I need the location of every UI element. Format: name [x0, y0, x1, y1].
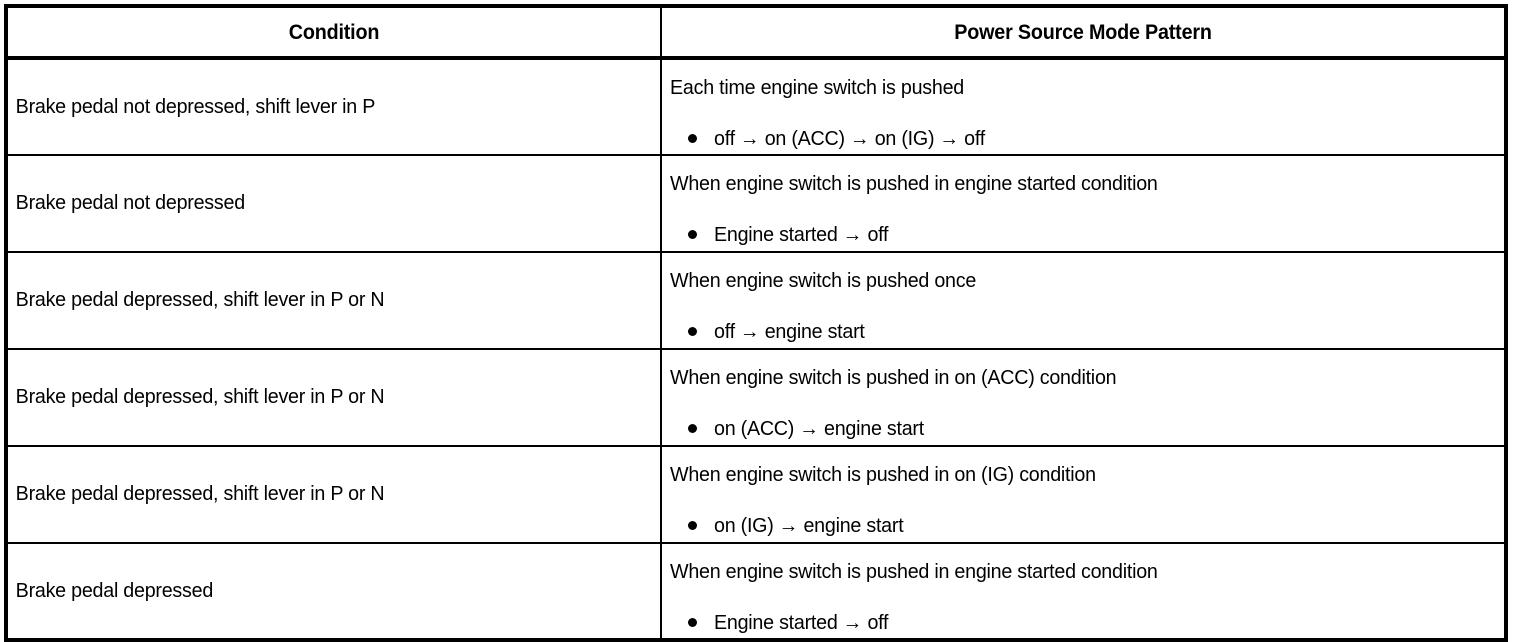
pattern-heading: Each time engine switch is pushed — [670, 76, 965, 99]
pattern-heading: When engine switch is pushed once — [670, 269, 977, 292]
power-source-mode-table-container: Condition Power Source Mode Pattern Brak… — [4, 4, 1508, 642]
column-header-condition-label: Condition — [288, 20, 380, 44]
condition-text: Brake pedal depressed, shift lever in P … — [15, 385, 385, 409]
bullet-icon — [688, 521, 697, 531]
cell-condition: Brake pedal depressed, shift lever in P … — [6, 251, 662, 349]
condition-text: Brake pedal not depressed, shift lever i… — [15, 94, 376, 118]
condition-text: Brake pedal depressed, shift lever in P … — [15, 288, 385, 312]
pattern-block: When engine switch is pushed in engine s… — [662, 544, 1504, 634]
pattern-block: When engine switch is pushed in on (IG) … — [662, 447, 1504, 537]
cell-condition: Brake pedal depressed — [6, 542, 662, 640]
column-header-pattern-label: Power Source Mode Pattern — [954, 20, 1212, 44]
pattern-heading: When engine switch is pushed in engine s… — [670, 560, 1158, 583]
pattern-block: When engine switch is pushed in engine s… — [662, 156, 1504, 246]
table-row: Brake pedal depressed, shift lever in P … — [6, 445, 1506, 543]
table-row: Brake pedal depressed When engine switch… — [6, 542, 1506, 640]
bullet-icon — [688, 134, 697, 144]
pattern-block: When engine switch is pushed once off → … — [662, 253, 1504, 343]
cell-power-source-mode-pattern: When engine switch is pushed in engine s… — [661, 542, 1506, 640]
pattern-block: When engine switch is pushed in on (ACC)… — [662, 350, 1504, 440]
cell-condition: Brake pedal not depressed, shift lever i… — [6, 58, 662, 155]
pattern-bullet-text: Engine started → off — [714, 222, 889, 246]
column-header-power-source-mode-pattern: Power Source Mode Pattern — [661, 6, 1506, 60]
cell-power-source-mode-pattern: Each time engine switch is pushed off → … — [661, 58, 1506, 155]
table-row: Brake pedal depressed, shift lever in P … — [6, 348, 1506, 446]
pattern-bullet-row: Engine started → off — [670, 610, 1494, 635]
pattern-bullet-row: off → engine start — [670, 319, 1494, 344]
bullet-icon — [688, 230, 697, 240]
cell-power-source-mode-pattern: When engine switch is pushed once off → … — [661, 251, 1506, 349]
pattern-bullet-row: off → on (ACC) → on (IG) → off — [670, 126, 1494, 151]
cell-condition: Brake pedal depressed, shift lever in P … — [6, 445, 662, 543]
table-row: Brake pedal depressed, shift lever in P … — [6, 251, 1506, 349]
cell-condition: Brake pedal not depressed — [6, 154, 662, 252]
pattern-bullet-row: Engine started → off — [670, 222, 1494, 247]
bullet-icon — [688, 327, 697, 337]
pattern-bullet-text: on (IG) → engine start — [714, 513, 904, 537]
cell-condition: Brake pedal depressed, shift lever in P … — [6, 348, 662, 446]
pattern-heading: When engine switch is pushed in on (IG) … — [670, 463, 1096, 486]
pattern-heading: When engine switch is pushed in on (ACC)… — [670, 366, 1117, 389]
bullet-icon — [688, 618, 697, 628]
column-header-condition: Condition — [6, 6, 662, 60]
bullet-icon — [688, 424, 697, 434]
condition-text: Brake pedal depressed — [15, 578, 214, 602]
pattern-bullet-text: Engine started → off — [714, 610, 889, 634]
cell-power-source-mode-pattern: When engine switch is pushed in on (IG) … — [661, 445, 1506, 543]
pattern-bullet-row: on (IG) → engine start — [670, 513, 1494, 538]
condition-text: Brake pedal not depressed — [15, 191, 245, 215]
table-header-row: Condition Power Source Mode Pattern — [6, 6, 1506, 60]
cell-power-source-mode-pattern: When engine switch is pushed in on (ACC)… — [661, 348, 1506, 446]
table-header: Condition Power Source Mode Pattern — [6, 6, 1506, 60]
pattern-bullet-row: on (ACC) → engine start — [670, 416, 1494, 441]
pattern-bullet-text: off → on (ACC) → on (IG) → off — [714, 126, 985, 150]
table-row: Brake pedal not depressed, shift lever i… — [6, 58, 1506, 155]
pattern-heading: When engine switch is pushed in engine s… — [670, 172, 1158, 195]
cell-power-source-mode-pattern: When engine switch is pushed in engine s… — [661, 154, 1506, 252]
pattern-bullet-text: on (ACC) → engine start — [714, 416, 924, 440]
pattern-block: Each time engine switch is pushed off → … — [662, 60, 1504, 150]
table-body: Brake pedal not depressed, shift lever i… — [6, 58, 1506, 640]
pattern-bullet-text: off → engine start — [714, 319, 865, 343]
table-row: Brake pedal not depressed When engine sw… — [6, 154, 1506, 252]
condition-text: Brake pedal depressed, shift lever in P … — [15, 482, 385, 506]
power-source-mode-table: Condition Power Source Mode Pattern Brak… — [4, 4, 1508, 642]
